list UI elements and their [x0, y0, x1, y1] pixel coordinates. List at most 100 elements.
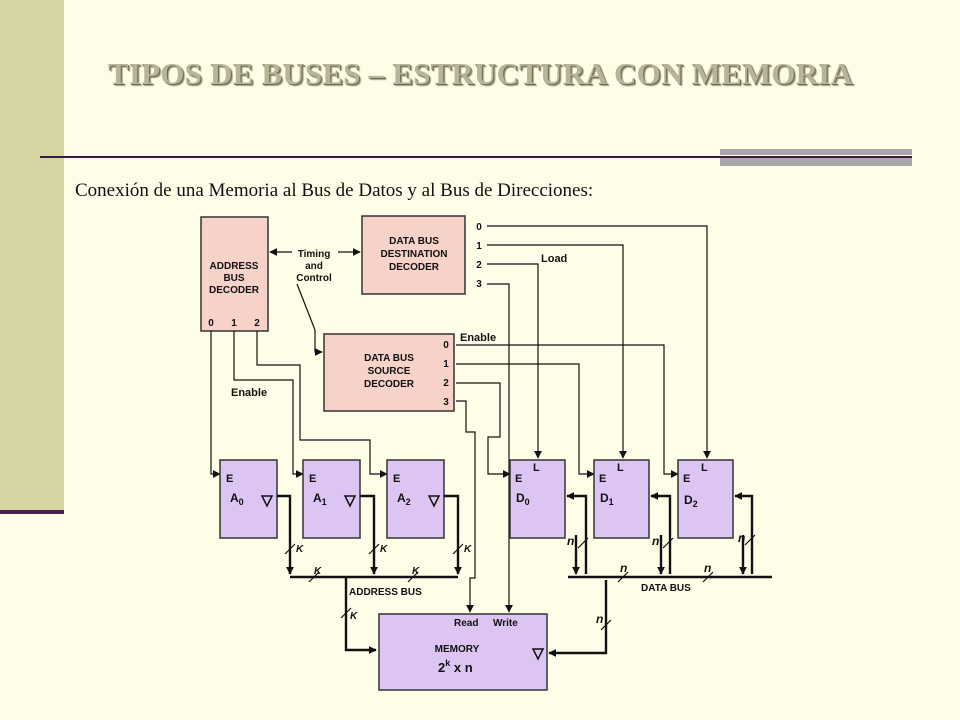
memory-block: Read Write MEMORY 2k x n: [378, 613, 548, 691]
addr-tick-bus-2: [407, 571, 419, 583]
timing-label-1: Timing: [298, 249, 331, 260]
data-width-bus-2: n: [704, 561, 711, 575]
enable-label-source: Enable: [460, 332, 496, 344]
addr-width-a1: K: [380, 544, 388, 555]
memory-clock-icon: [531, 648, 545, 661]
addr-width-bus-1: K: [314, 566, 322, 577]
dest-decoder-out-3: 3: [476, 279, 482, 290]
addr-tick-mem: [340, 607, 352, 619]
timing-label-3: Control: [296, 273, 332, 284]
addr-dec-1-to-a1: [233, 331, 304, 478]
dest-3-to-memory-write: [487, 283, 513, 613]
register-a2-enable: E: [393, 473, 400, 485]
addr-width-a0: K: [296, 544, 304, 555]
addr-dec-2-to-a2: [256, 331, 388, 478]
timing-to-source-decoder: [296, 283, 323, 356]
memory-size: 2k x n: [438, 658, 473, 675]
register-a1-enable: E: [309, 473, 316, 485]
dest-2-to-d0-load: [487, 263, 542, 459]
address-decoder-line-2: BUS: [223, 273, 244, 284]
address-decoder-line-3: DECODER: [209, 285, 260, 296]
data-tick-mem: [600, 619, 612, 631]
source-decoder-line-2: SOURCE: [368, 366, 411, 377]
register-a0-enable: E: [226, 473, 233, 485]
addr-tick-a1: [368, 543, 380, 555]
dest-1-to-d1-load: [487, 244, 627, 459]
d2-bus-connection: [734, 492, 754, 574]
slide-subtitle: Conexión de una Memoria al Bus de Datos …: [75, 180, 594, 201]
dest-decoder-line-2: DESTINATION: [380, 249, 447, 260]
memory-write-label: Write: [493, 618, 518, 629]
register-a2: E A2: [386, 459, 445, 539]
address-decoder-out-1: 1: [231, 318, 237, 329]
src-2-to-d0-enable: [456, 382, 511, 478]
dest-decoder-out-0: 0: [476, 222, 482, 233]
data-bus-destination-decoder: DATA BUS DESTINATION DECODER 0 1 2 3: [361, 215, 482, 295]
addr-width-mem: K: [350, 611, 358, 622]
addr-width-bus-2: K: [412, 566, 420, 577]
register-d2-enable: E: [683, 473, 690, 485]
addr-tick-a0: [284, 543, 296, 555]
title-rule: [40, 156, 912, 158]
addr-dec-0-to-a0: [210, 331, 221, 478]
data-bus-source-decoder: DATA BUS SOURCE DECODER 0 1 2 3: [323, 333, 455, 412]
slide-title: TIPOS DE BUSES – ESTRUCTURA CON MEMORIA: [108, 56, 854, 91]
timing-and-control-label: Timing and Control: [296, 249, 332, 284]
register-d2-load: L: [701, 462, 708, 474]
register-d1-load: L: [617, 462, 624, 474]
source-decoder-out-0: 0: [443, 340, 449, 351]
data-width-bus-1: n: [620, 561, 627, 575]
a0-to-address-bus: [277, 494, 294, 575]
data-width-d1: n: [652, 534, 659, 548]
d0-bus-connection: [566, 492, 588, 574]
addr-tick-bus-1: [308, 571, 320, 583]
sidebar-bar: [0, 0, 64, 510]
register-a1-name: A1: [313, 491, 327, 507]
src-1-to-d1-enable: [456, 363, 595, 478]
a2-to-address-bus: [444, 494, 462, 575]
register-d0-name: D0: [516, 491, 530, 507]
source-decoder-line-1: DATA BUS: [364, 353, 414, 364]
address-bus-to-memory: [344, 577, 377, 654]
d1-bus-connection: [650, 492, 672, 574]
register-d1-enable: E: [599, 473, 606, 485]
a1-to-address-bus: [360, 494, 378, 575]
data-bus-memory-connection: [548, 580, 608, 657]
source-decoder-out-3: 3: [443, 397, 449, 408]
data-width-mem: n: [596, 612, 603, 626]
dest-decoder-out-2: 2: [476, 260, 482, 271]
data-tick-bus-2: [702, 571, 714, 583]
register-a1-clock-icon: [343, 495, 357, 508]
sidebar-bottom-rule: [0, 510, 64, 514]
data-bus-label: DATA BUS: [641, 583, 691, 594]
dest-0-to-d2-load: [487, 225, 711, 459]
register-d0-load: L: [533, 462, 540, 474]
data-tick-bus-1: [617, 571, 629, 583]
register-d1-name: D1: [600, 491, 614, 507]
data-tick-d1: [662, 537, 674, 549]
source-decoder-out-2: 2: [443, 378, 449, 389]
enable-label-address: Enable: [231, 387, 267, 399]
data-tick-d0: [577, 537, 589, 549]
memory-name: MEMORY: [435, 644, 480, 655]
src-0-to-d2-enable: [456, 344, 679, 478]
data-tick-d2: [744, 534, 756, 546]
register-a1: E A1: [302, 459, 361, 539]
dest-decoder-out-1: 1: [476, 241, 482, 252]
src-3-to-memory-read: [456, 400, 476, 613]
load-label: Load: [541, 253, 567, 265]
register-d2-name: D2: [684, 493, 698, 509]
register-a2-name: A2: [397, 491, 411, 507]
register-a0: E A0: [219, 459, 278, 539]
address-bus-decoder: ADDRESS BUS DECODER 0 1 2: [200, 216, 269, 332]
address-decoder-out-2: 2: [254, 318, 260, 329]
address-decoder-out-0: 0: [208, 318, 214, 329]
dest-decoder-line-1: DATA BUS: [389, 236, 439, 247]
register-d0-enable: E: [515, 473, 522, 485]
timing-label-2: and: [305, 261, 323, 272]
register-d1: E L D1: [593, 459, 650, 539]
address-bus-label: ADDRESS BUS: [349, 587, 422, 598]
memory-read-label: Read: [454, 618, 478, 629]
data-width-d0: n: [567, 534, 574, 548]
